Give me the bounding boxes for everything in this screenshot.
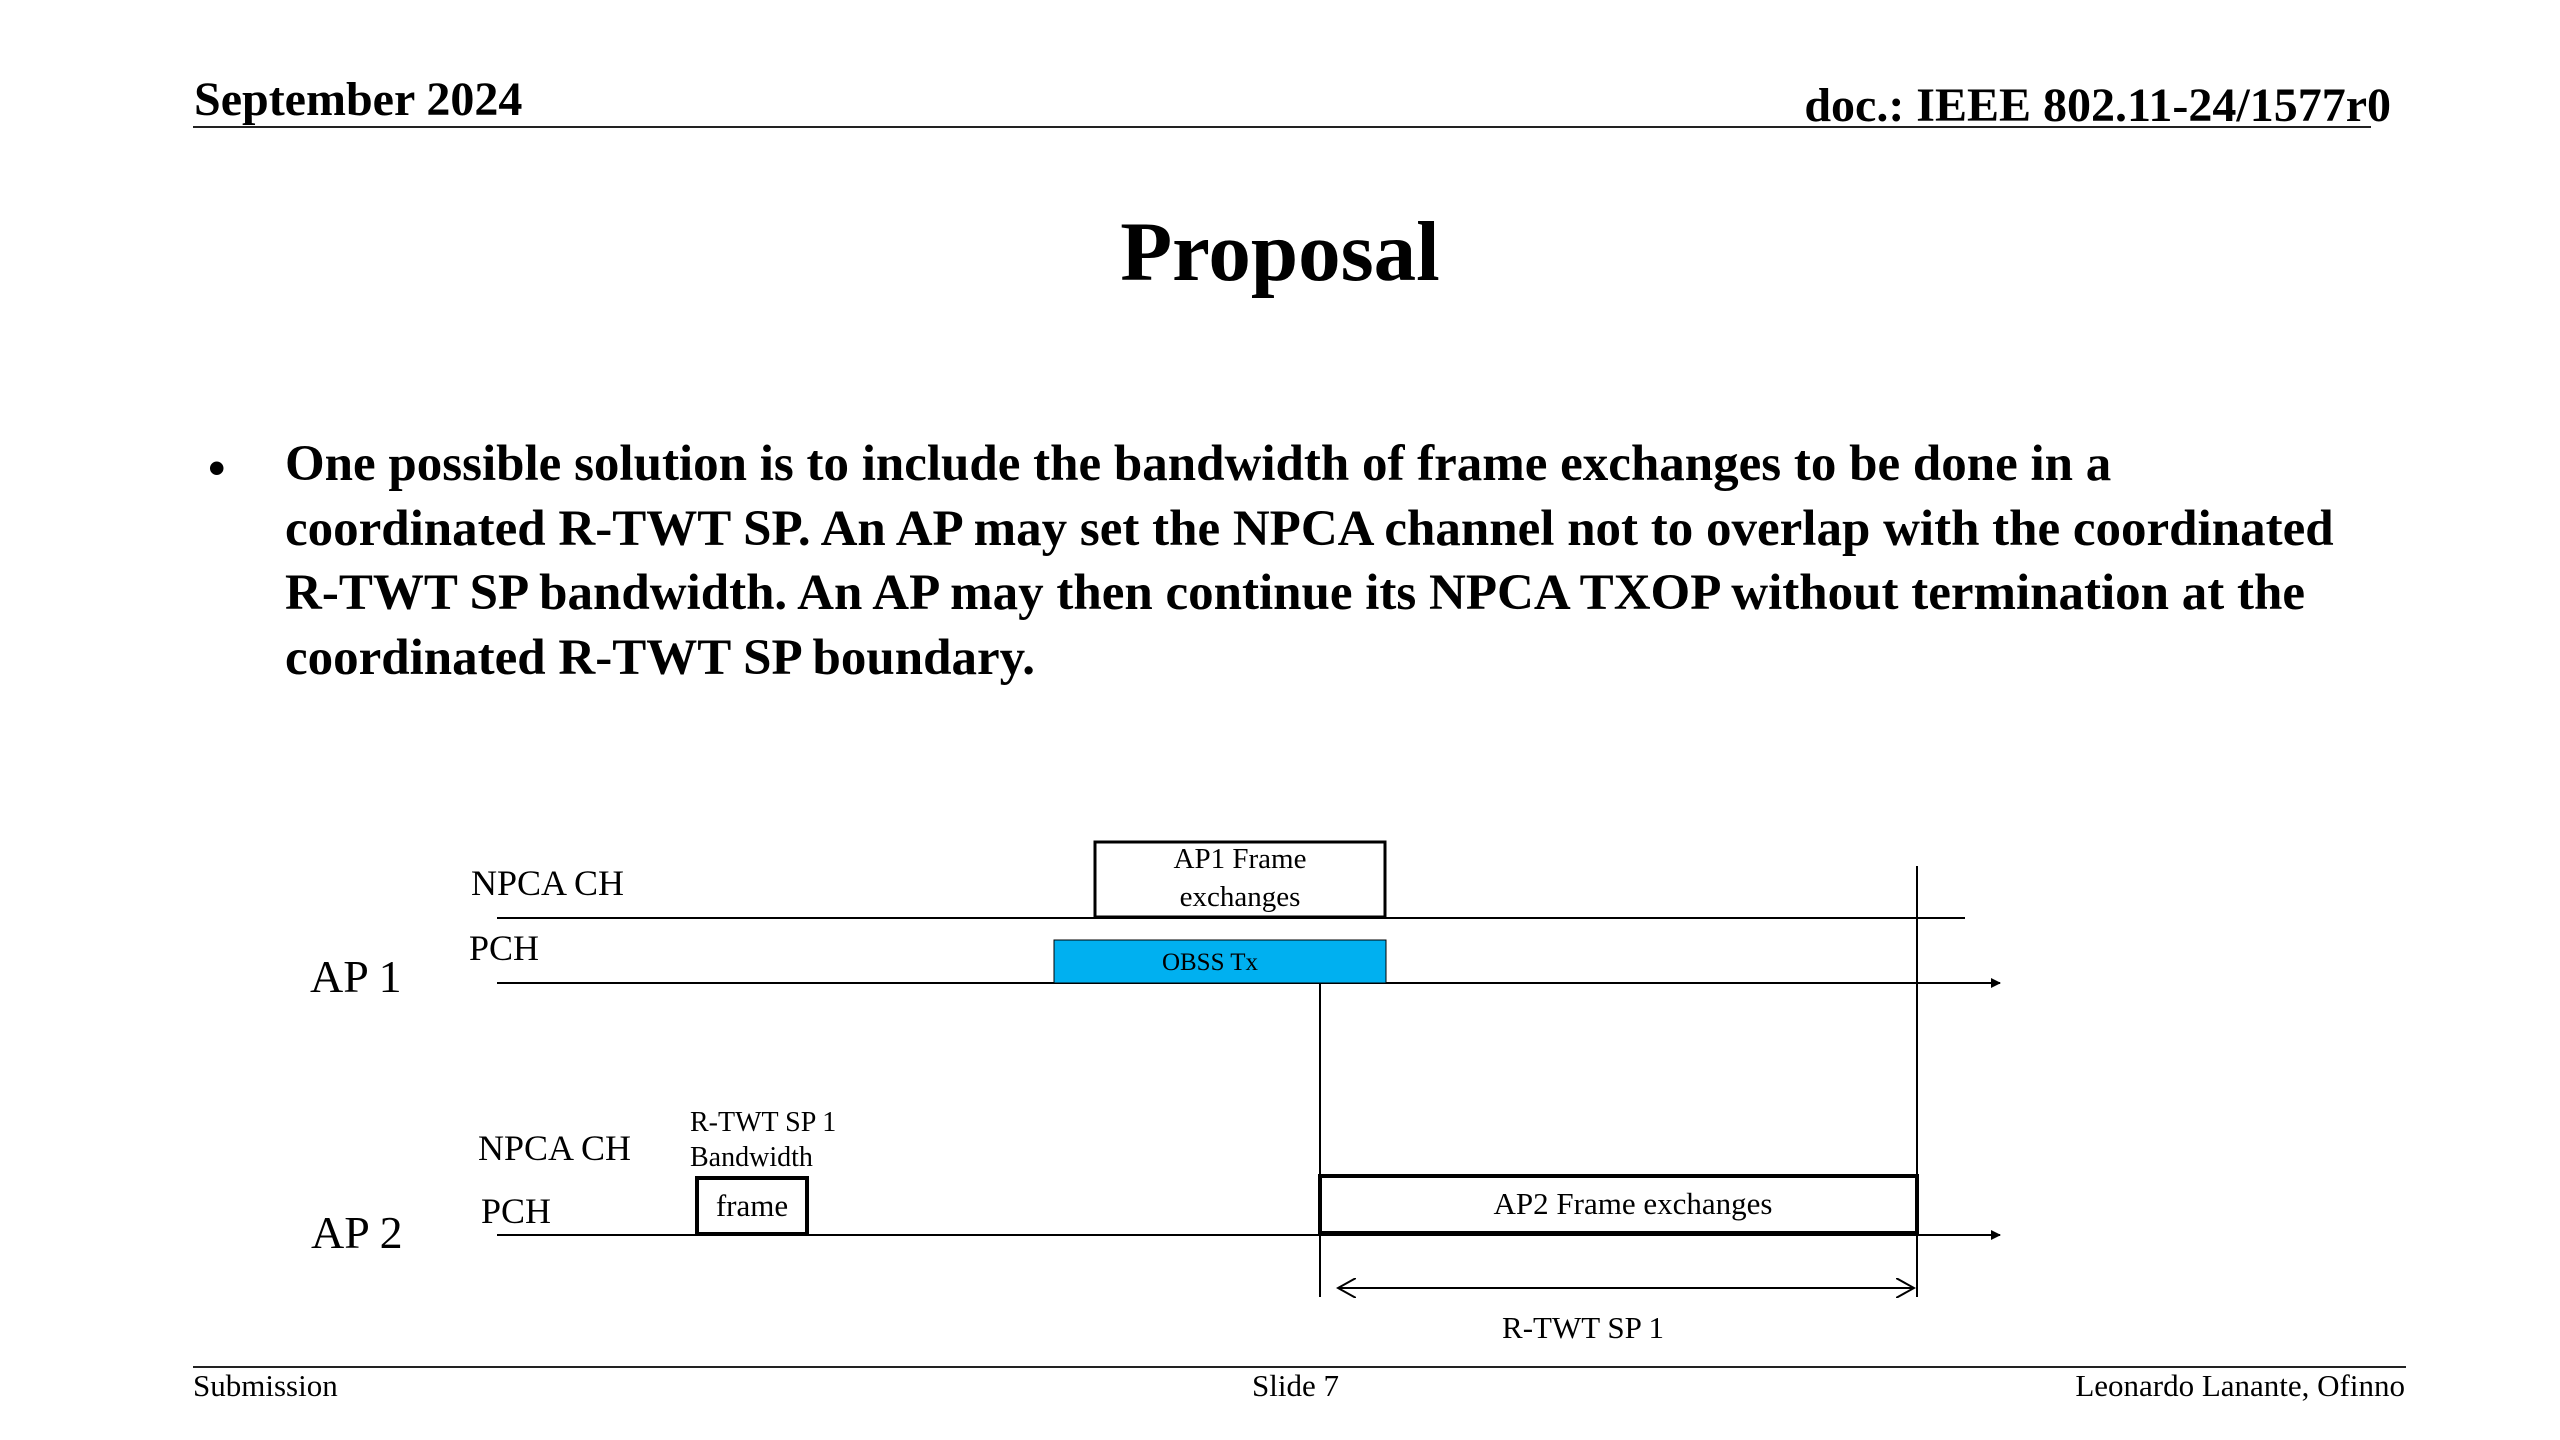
bullet-list: • One possible solution is to include th… [208,432,2348,690]
ap1-npca-label: NPCA CH [471,863,624,903]
footer-slide-number: Slide 7 [1252,1368,1339,1403]
ap2-frame-box [695,1176,809,1236]
obss-tx-label: OBSS Tx [1162,949,1259,976]
bullet-marker: • [208,440,226,496]
ap1-frame-label-line2: exchanges [1180,881,1301,913]
sp-duration-label: R-TWT SP 1 [1502,1310,1664,1345]
bullet-item: One possible solution is to include the … [285,436,2334,686]
ap2-frame-exchanges-box [1318,1174,1919,1235]
footer-submission: Submission [193,1368,338,1403]
ap1-frame-label-line1: AP1 Frame [1174,843,1307,875]
ap2-npca-label: NPCA CH [478,1128,631,1168]
footer-rule [193,1366,2406,1368]
ap1-label: AP 1 [310,951,402,1002]
ap2-frame-exchanges-label: AP2 Frame exchanges [1494,1186,1773,1221]
ap1-pch-label: PCH [469,928,539,968]
footer-author: Leonardo Lanante, Ofinno [2075,1368,2405,1403]
sp-bandwidth-line2: Bandwidth [690,1142,813,1173]
slide-title: Proposal [1120,205,1440,299]
ap2-pch-label: PCH [481,1191,551,1231]
sp-bandwidth-line1: R-TWT SP 1 [690,1107,836,1138]
obss-tx-box [1053,939,1387,984]
ap2-frame-label: frame [716,1188,788,1223]
header-doc-id: doc.: IEEE 802.11-24/1577r0 [1804,79,2391,132]
header-rule [193,126,2371,128]
header-date: September 2024 [194,73,523,126]
ap2-label: AP 2 [311,1207,403,1258]
ap1-frame-exchanges-box [1093,840,1387,919]
